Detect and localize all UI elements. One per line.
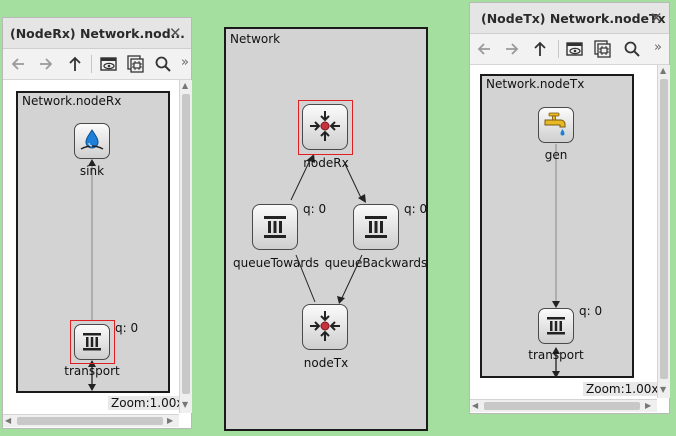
nodetx-vertical-scrollbar[interactable]: ▲ ▼	[657, 65, 670, 398]
queue-icon	[544, 313, 568, 340]
toolbar-separator	[558, 40, 559, 58]
nodetx-titlebar[interactable]: (NodeTx) Network.nodeTx ✕	[470, 3, 669, 34]
queue-icon	[80, 329, 104, 356]
nodetx-window-title: (NodeTx) Network.nodeTx	[481, 11, 666, 26]
transport-label: transport	[528, 348, 584, 362]
canvas-label: Network.nodeTx	[486, 77, 585, 91]
sink-node[interactable]	[74, 123, 110, 159]
noderx-vertical-scrollbar[interactable]: ▲ ▼	[179, 80, 192, 413]
router-icon	[308, 309, 342, 346]
scroll-left-icon[interactable]: ◀	[472, 401, 479, 410]
noderx-window: (NodeRx) Network.nod... ✕ » Network.node…	[2, 17, 192, 429]
search-icon[interactable]	[152, 53, 174, 75]
up-arrow-icon[interactable]	[529, 38, 551, 60]
transport-label: transport	[64, 364, 120, 378]
noderx-titlebar[interactable]: (NodeRx) Network.nod... ✕	[3, 18, 191, 49]
forward-arrow-icon[interactable]	[35, 53, 57, 75]
inspect-icon[interactable]	[592, 38, 614, 60]
toolbar-overflow-icon[interactable]: »	[654, 40, 662, 55]
back-arrow-icon[interactable]	[473, 38, 495, 60]
toolbar-separator	[91, 55, 92, 73]
scroll-left-icon[interactable]: ◀	[5, 416, 12, 425]
queue-length-label: q: 0	[303, 202, 327, 216]
view-icon[interactable]	[564, 38, 586, 60]
scroll-thumb[interactable]	[660, 79, 668, 379]
scroll-up-icon[interactable]: ▲	[182, 81, 189, 90]
nodetx-horizontal-scrollbar[interactable]: ◀ ▶	[470, 399, 657, 412]
queuebackwards-node[interactable]	[353, 204, 399, 250]
zoom-level: Zoom:1.00x	[583, 382, 662, 396]
scroll-down-icon[interactable]: ▼	[182, 400, 189, 409]
view-icon[interactable]	[98, 53, 120, 75]
scroll-down-icon[interactable]: ▼	[660, 385, 667, 394]
close-icon[interactable]: ✕	[650, 9, 663, 27]
noderx-window-title: (NodeRx) Network.nod...	[10, 26, 185, 41]
queue-icon	[260, 211, 290, 244]
queuebackwards-label: queueBackwards	[324, 256, 428, 270]
noderx-label: nodeRx	[303, 156, 349, 170]
close-icon[interactable]: ✕	[169, 24, 182, 42]
selection-highlight	[298, 100, 353, 155]
toolbar-overflow-icon[interactable]: »	[181, 55, 189, 70]
canvas-label: Network	[230, 32, 281, 46]
faucet-icon	[542, 110, 570, 141]
nodetx-label: nodeTx	[303, 356, 349, 370]
nodetx-window: (NodeTx) Network.nodeTx ✕ » Network.node…	[469, 2, 670, 414]
gen-node[interactable]	[538, 107, 574, 143]
queue-icon	[361, 211, 391, 244]
noderx-toolbar: »	[3, 49, 191, 80]
inspect-icon[interactable]	[125, 53, 147, 75]
nodetx-node[interactable]	[302, 304, 348, 350]
gen-label: gen	[544, 148, 568, 162]
queuetowards-label: queueTowards	[233, 256, 319, 270]
forward-arrow-icon[interactable]	[501, 38, 523, 60]
router-icon	[308, 109, 342, 146]
back-arrow-icon[interactable]	[7, 53, 29, 75]
up-arrow-icon[interactable]	[64, 53, 86, 75]
canvas-label: Network.nodeRx	[22, 94, 122, 108]
queuetowards-node[interactable]	[252, 204, 298, 250]
selection-highlight	[70, 320, 115, 364]
scroll-right-icon[interactable]: ▶	[167, 416, 174, 425]
scroll-thumb[interactable]	[17, 417, 163, 425]
queue-length-label: q: 0	[404, 202, 428, 216]
scroll-right-icon[interactable]: ▶	[645, 401, 652, 410]
queue-length-label: q: 0	[579, 304, 603, 318]
transport-node[interactable]	[74, 324, 110, 360]
scroll-up-icon[interactable]: ▲	[660, 66, 667, 75]
scroll-thumb[interactable]	[182, 94, 190, 394]
search-icon[interactable]	[621, 38, 643, 60]
nodetx-toolbar: »	[470, 34, 669, 65]
zoom-level: Zoom:1.00x	[108, 396, 187, 410]
scroll-thumb[interactable]	[484, 402, 640, 410]
noderx-horizontal-scrollbar[interactable]: ◀ ▶	[3, 414, 179, 427]
transport-node[interactable]	[538, 308, 574, 344]
noderx-node[interactable]	[302, 104, 348, 150]
sink-icon	[79, 127, 105, 156]
sink-label: sink	[79, 164, 105, 178]
queue-length-label: q: 0	[115, 321, 139, 335]
